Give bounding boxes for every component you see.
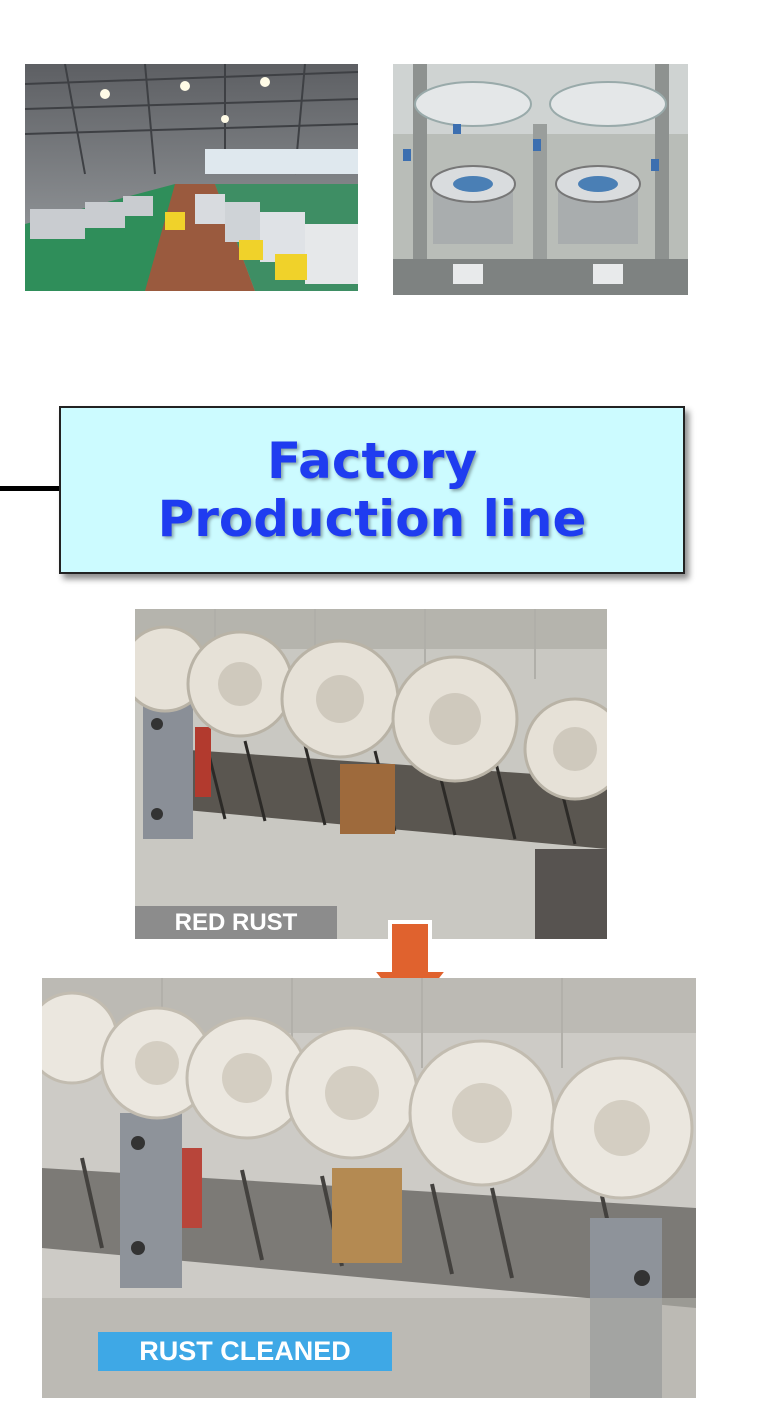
rust-cleaned-caption: RUST CLEANED [98,1332,392,1371]
feeder-machine-photo [393,64,688,295]
title-line-2: Production line [157,490,587,548]
red-rust-gears-photo [135,609,607,939]
title-box: Factory Production line [59,406,685,574]
factory-hall-photo [25,64,358,291]
title-line-1: Factory [266,432,478,490]
connector-line [0,486,62,491]
rust-cleaned-gears-photo [42,978,696,1398]
red-rust-caption: RED RUST [135,906,337,939]
